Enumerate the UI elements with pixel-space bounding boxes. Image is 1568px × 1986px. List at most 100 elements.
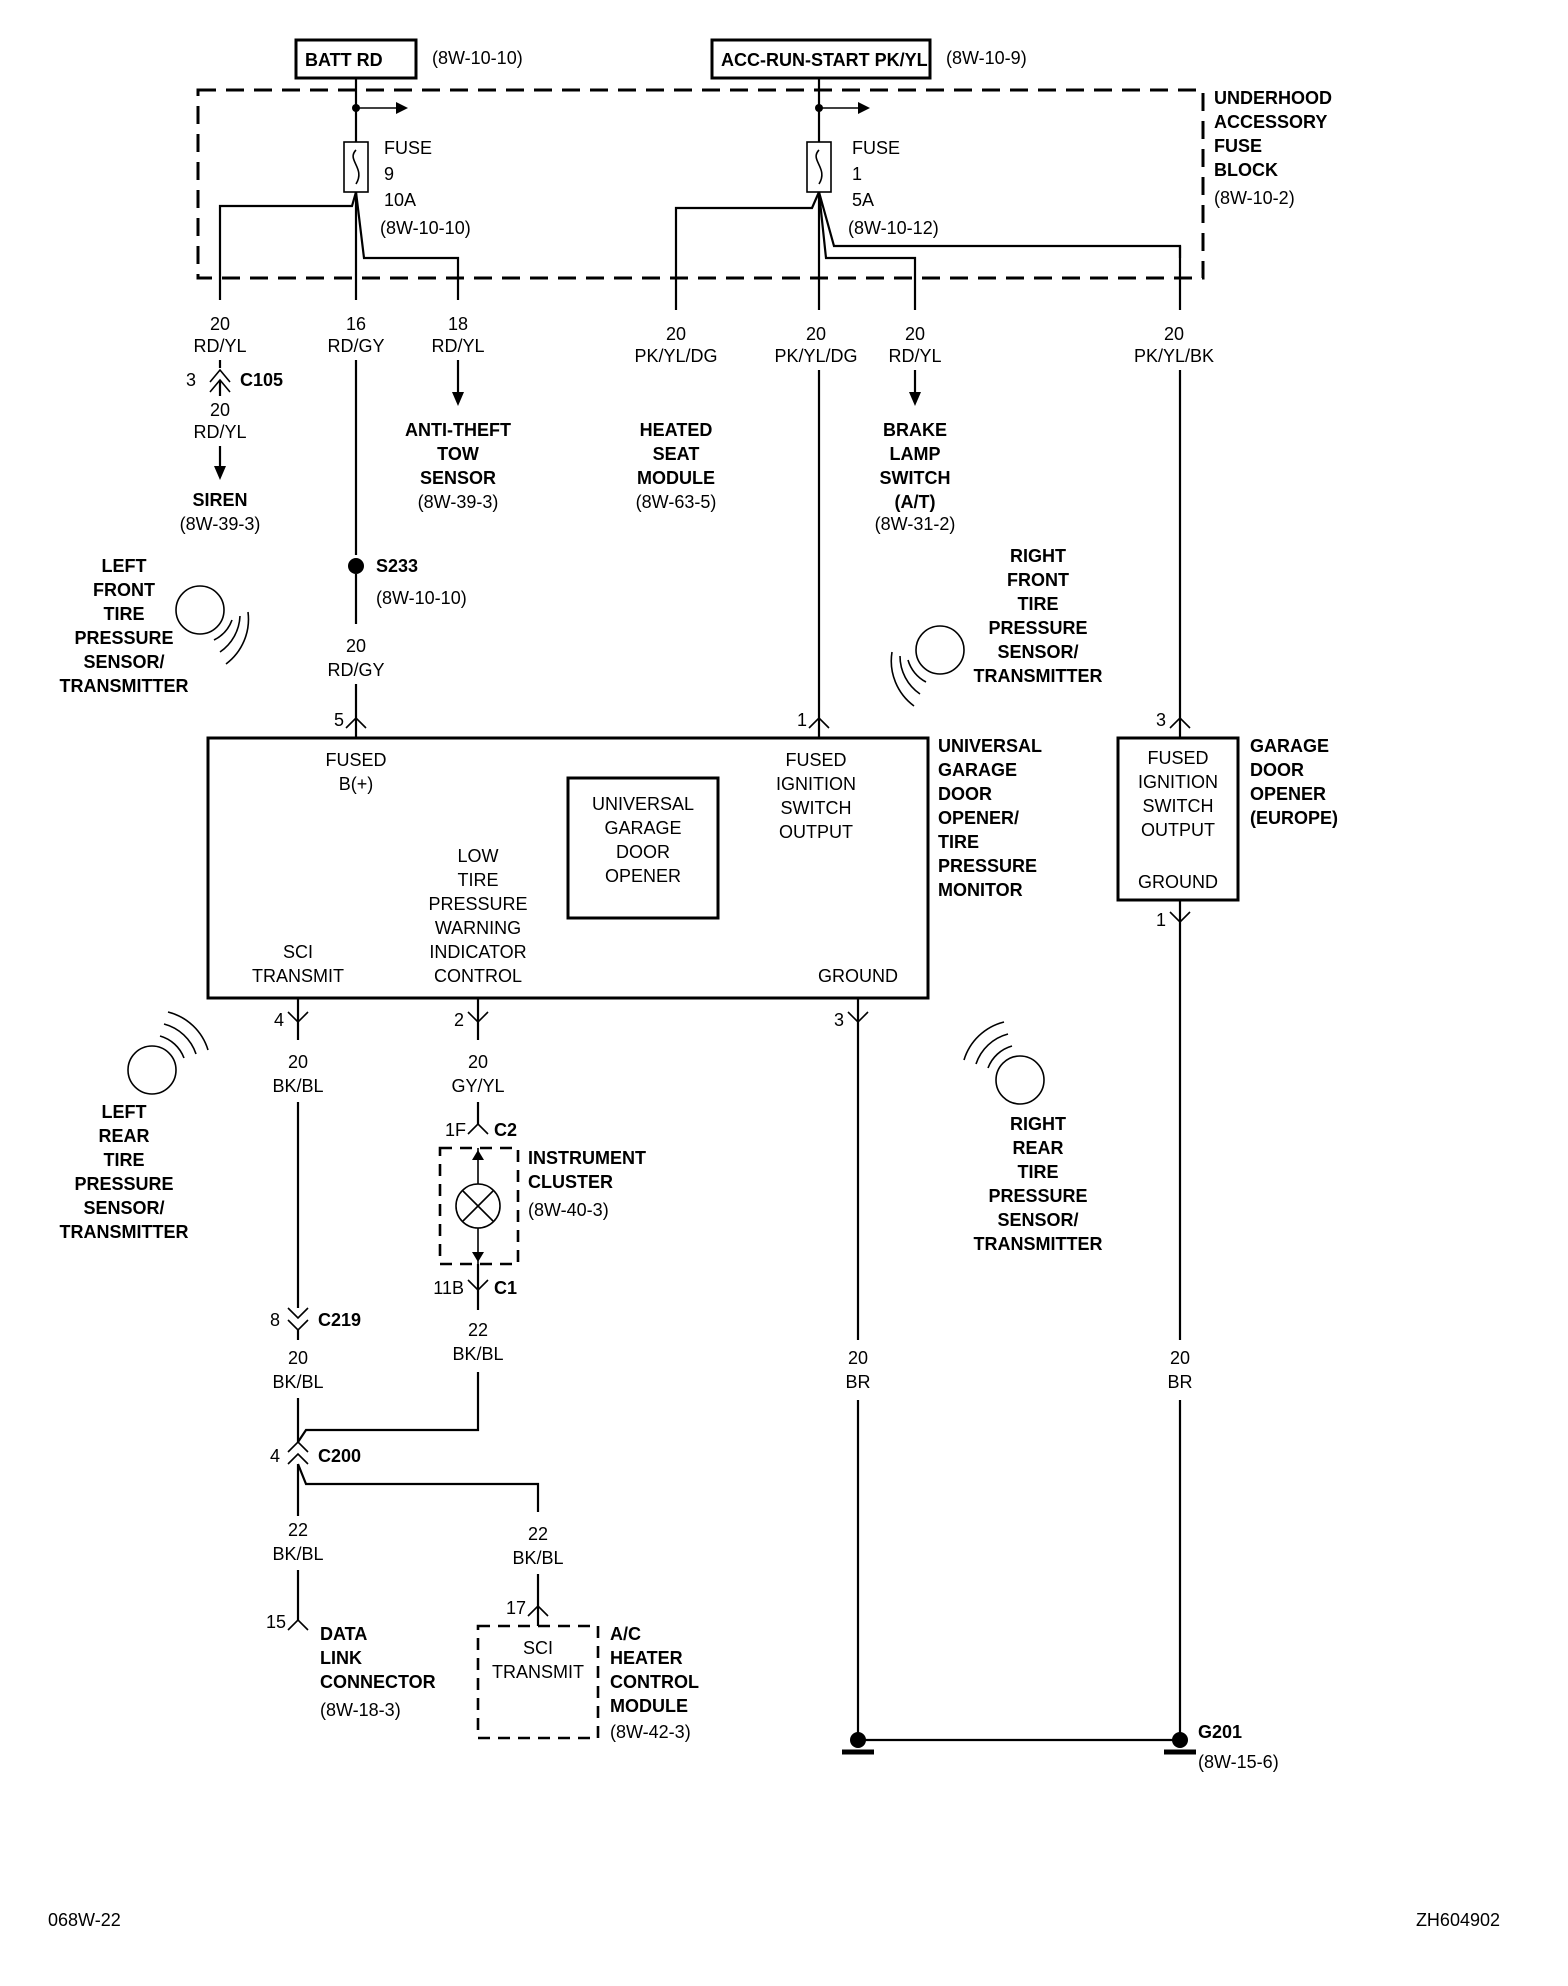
sensor-label-line: SENSOR/ [83,1198,164,1218]
dlc-label: DATA [320,1624,367,1644]
wire-color: PK/YL/DG [634,346,717,366]
batt-feed-arrow-icon [396,102,408,114]
c1-to-c200-wire [297,1372,480,1443]
fuse9-ref: (8W-10-10) [380,218,471,238]
inner-garage-opener-box [566,776,720,920]
fuse9-element [352,149,360,185]
sensor-label-line: TRANSMITTER [974,666,1103,686]
fuse9-icon [343,141,369,193]
europe-pin-label: 3 [1156,710,1166,730]
heated-seat-feed-wire [674,191,821,310]
dlc-label: CONNECTOR [320,1672,436,1692]
fuse1-ref: (8W-10-12) [848,218,939,238]
heated-seat-ref: (8W-63-5) [636,492,717,512]
heated-seat-label: SEAT [653,444,700,464]
left-rear-sensor-icon [127,1011,209,1095]
inner-label-line: OPENER [605,866,681,886]
sensor-label-line: PRESSURE [988,1186,1087,1206]
sensor-label-line: SENSOR/ [997,642,1078,662]
inner-label-line: DOOR [616,842,670,862]
wire-gauge: 20 [288,1348,308,1368]
sensor-label-line: TIRE [1017,1162,1058,1182]
wire-gauge: 20 [666,324,686,344]
europe-name-line: OPENER [1250,784,1326,804]
c200-to-ac-wire [296,1463,540,1512]
ground-node-icon [850,1732,866,1748]
antitheft-feed-wire [354,191,460,300]
c219-pin: 8 [270,1310,280,1330]
c219-name: C219 [318,1310,361,1330]
s233-ref: (8W-10-10) [376,588,467,608]
sensor-label-line: FRONT [93,580,155,600]
sensor-label-line: TIRE [1017,594,1058,614]
wire-gauge: 22 [528,1524,548,1544]
wire-gauge: 18 [448,314,468,334]
ac-inner-label: SCI [523,1638,553,1658]
sci-label: TRANSMIT [252,966,344,986]
wire-gauge: 16 [346,314,366,334]
heated-seat-label: MODULE [637,468,715,488]
wire-gauge: 20 [288,1052,308,1072]
sensor-label-line: PRESSURE [74,628,173,648]
left-front-sensor-icon [175,585,250,665]
acc-source-ref: (8W-10-9) [946,48,1027,68]
fuse-block-line: BLOCK [1214,160,1278,180]
c200-connector-icon [287,1440,309,1465]
sensor-label-line: TRANSMITTER [974,1234,1103,1254]
low-tire-label: WARNING [435,918,521,938]
wire-color: BK/BL [512,1548,563,1568]
footer-right: ZH604902 [1416,1910,1500,1930]
g201-ref: (8W-15-6) [1198,1752,1279,1772]
fuse1-element [815,149,823,185]
ac-ref: (8W-42-3) [610,1722,691,1742]
ac-label: HEATER [610,1648,683,1668]
fused-ign-label: IGNITION [776,774,856,794]
wire-gauge: 20 [905,324,925,344]
module-name-line: MONITOR [938,880,1023,900]
sensor-label-line: RIGHT [1010,546,1066,566]
c105-pin: 3 [186,370,196,390]
europe-name-line: (EUROPE) [1250,808,1338,828]
left-front-sensor-label: LEFT FRONT TIRE PRESSURE SENSOR/ TRANSMI… [60,556,189,696]
europe-module-name: GARAGE DOOR OPENER (EUROPE) [1250,736,1338,828]
g201-node-icon [1172,1732,1188,1748]
europe-inner-line: OUTPUT [1141,820,1215,840]
right-front-sensor-label: RIGHT FRONT TIRE PRESSURE SENSOR/ TRANSM… [974,546,1103,686]
acc-source-box [710,38,932,80]
brake-arrow-icon [909,392,921,406]
low-tire-label: INDICATOR [429,942,526,962]
c105-name: C105 [240,370,283,390]
sensor-label-line: PRESSURE [74,1174,173,1194]
wire-gauge: 20 [806,324,826,344]
wire-color: BK/BL [452,1344,503,1364]
c2-connector-icon [467,1122,489,1135]
wire-color: PK/YL/BK [1134,346,1214,366]
fused-b-label: B(+) [339,774,374,794]
brake-ref: (8W-31-2) [875,514,956,534]
fused-ign-label: OUTPUT [779,822,853,842]
pin-label: 5 [334,710,344,730]
antitheft-label: ANTI-THEFT [405,420,511,440]
low-tire-label: LOW [457,846,498,866]
sensor-label-line: LEFT [102,1102,147,1122]
sensor-label-line: PRESSURE [988,618,1087,638]
wire-color: BR [1167,1372,1192,1392]
low-tire-label: TIRE [457,870,498,890]
dlc-pin: 15 [266,1612,286,1632]
batt-source-ref: (8W-10-10) [432,48,523,68]
fuse9-line: 10A [384,190,416,210]
brake-label: BRAKE [883,420,947,440]
wire-gauge: 20 [1164,324,1184,344]
pin5-connector-icon [345,716,367,729]
fuse-block-label: UNDERHOOD ACCESSORY FUSE BLOCK (8W-10-2) [1214,88,1332,208]
fused-ign-label: FUSED [785,750,846,770]
heated-seat-label: HEATED [640,420,713,440]
ac-pin: 17 [506,1598,526,1618]
dlc-ref: (8W-18-3) [320,1700,401,1720]
wire-color: RD/GY [327,336,384,356]
wire-color: BK/BL [272,1076,323,1096]
wire-color: PK/YL/DG [774,346,857,366]
sensor-label-line: SENSOR/ [997,1210,1078,1230]
fuse9-line: FUSE [384,138,432,158]
